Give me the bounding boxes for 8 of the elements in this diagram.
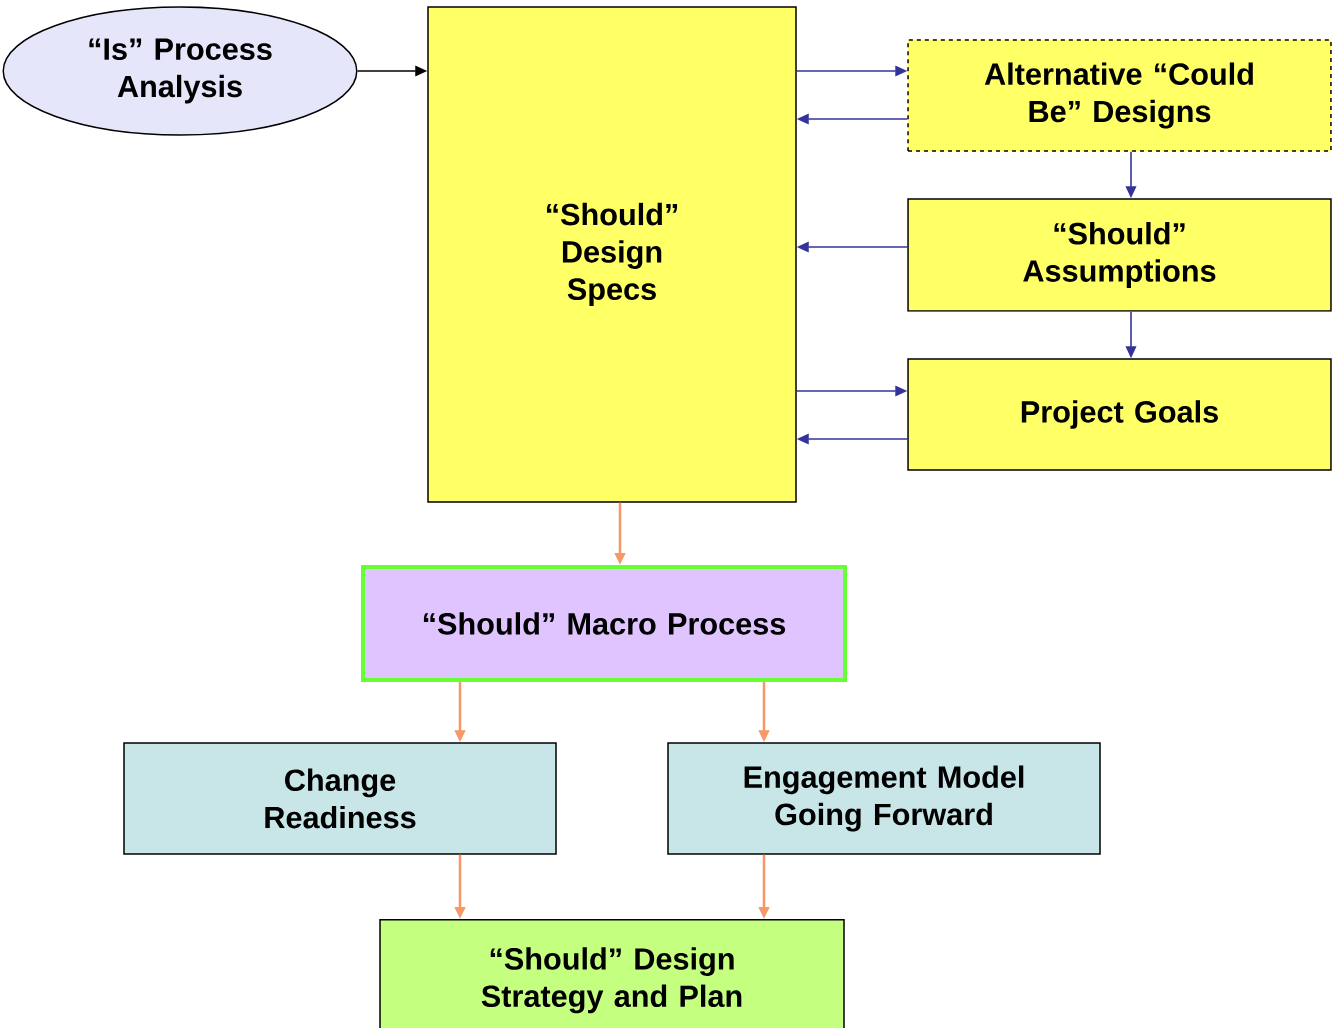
process-box: Engagement Model Going Forward: [667, 742, 1101, 855]
process-box: “Should” Macro Process: [361, 564, 847, 683]
process-box: Project Goals: [907, 358, 1332, 471]
process-box: Change Readiness: [123, 742, 557, 855]
process-box: “Should” Design Specs: [427, 6, 797, 503]
process-box: “Should” Assumptions: [907, 198, 1332, 312]
dashed-box: Alternative “Could Be” Designs: [907, 39, 1332, 152]
process-box: “Should” Design Strategy and Plan: [379, 919, 845, 1028]
